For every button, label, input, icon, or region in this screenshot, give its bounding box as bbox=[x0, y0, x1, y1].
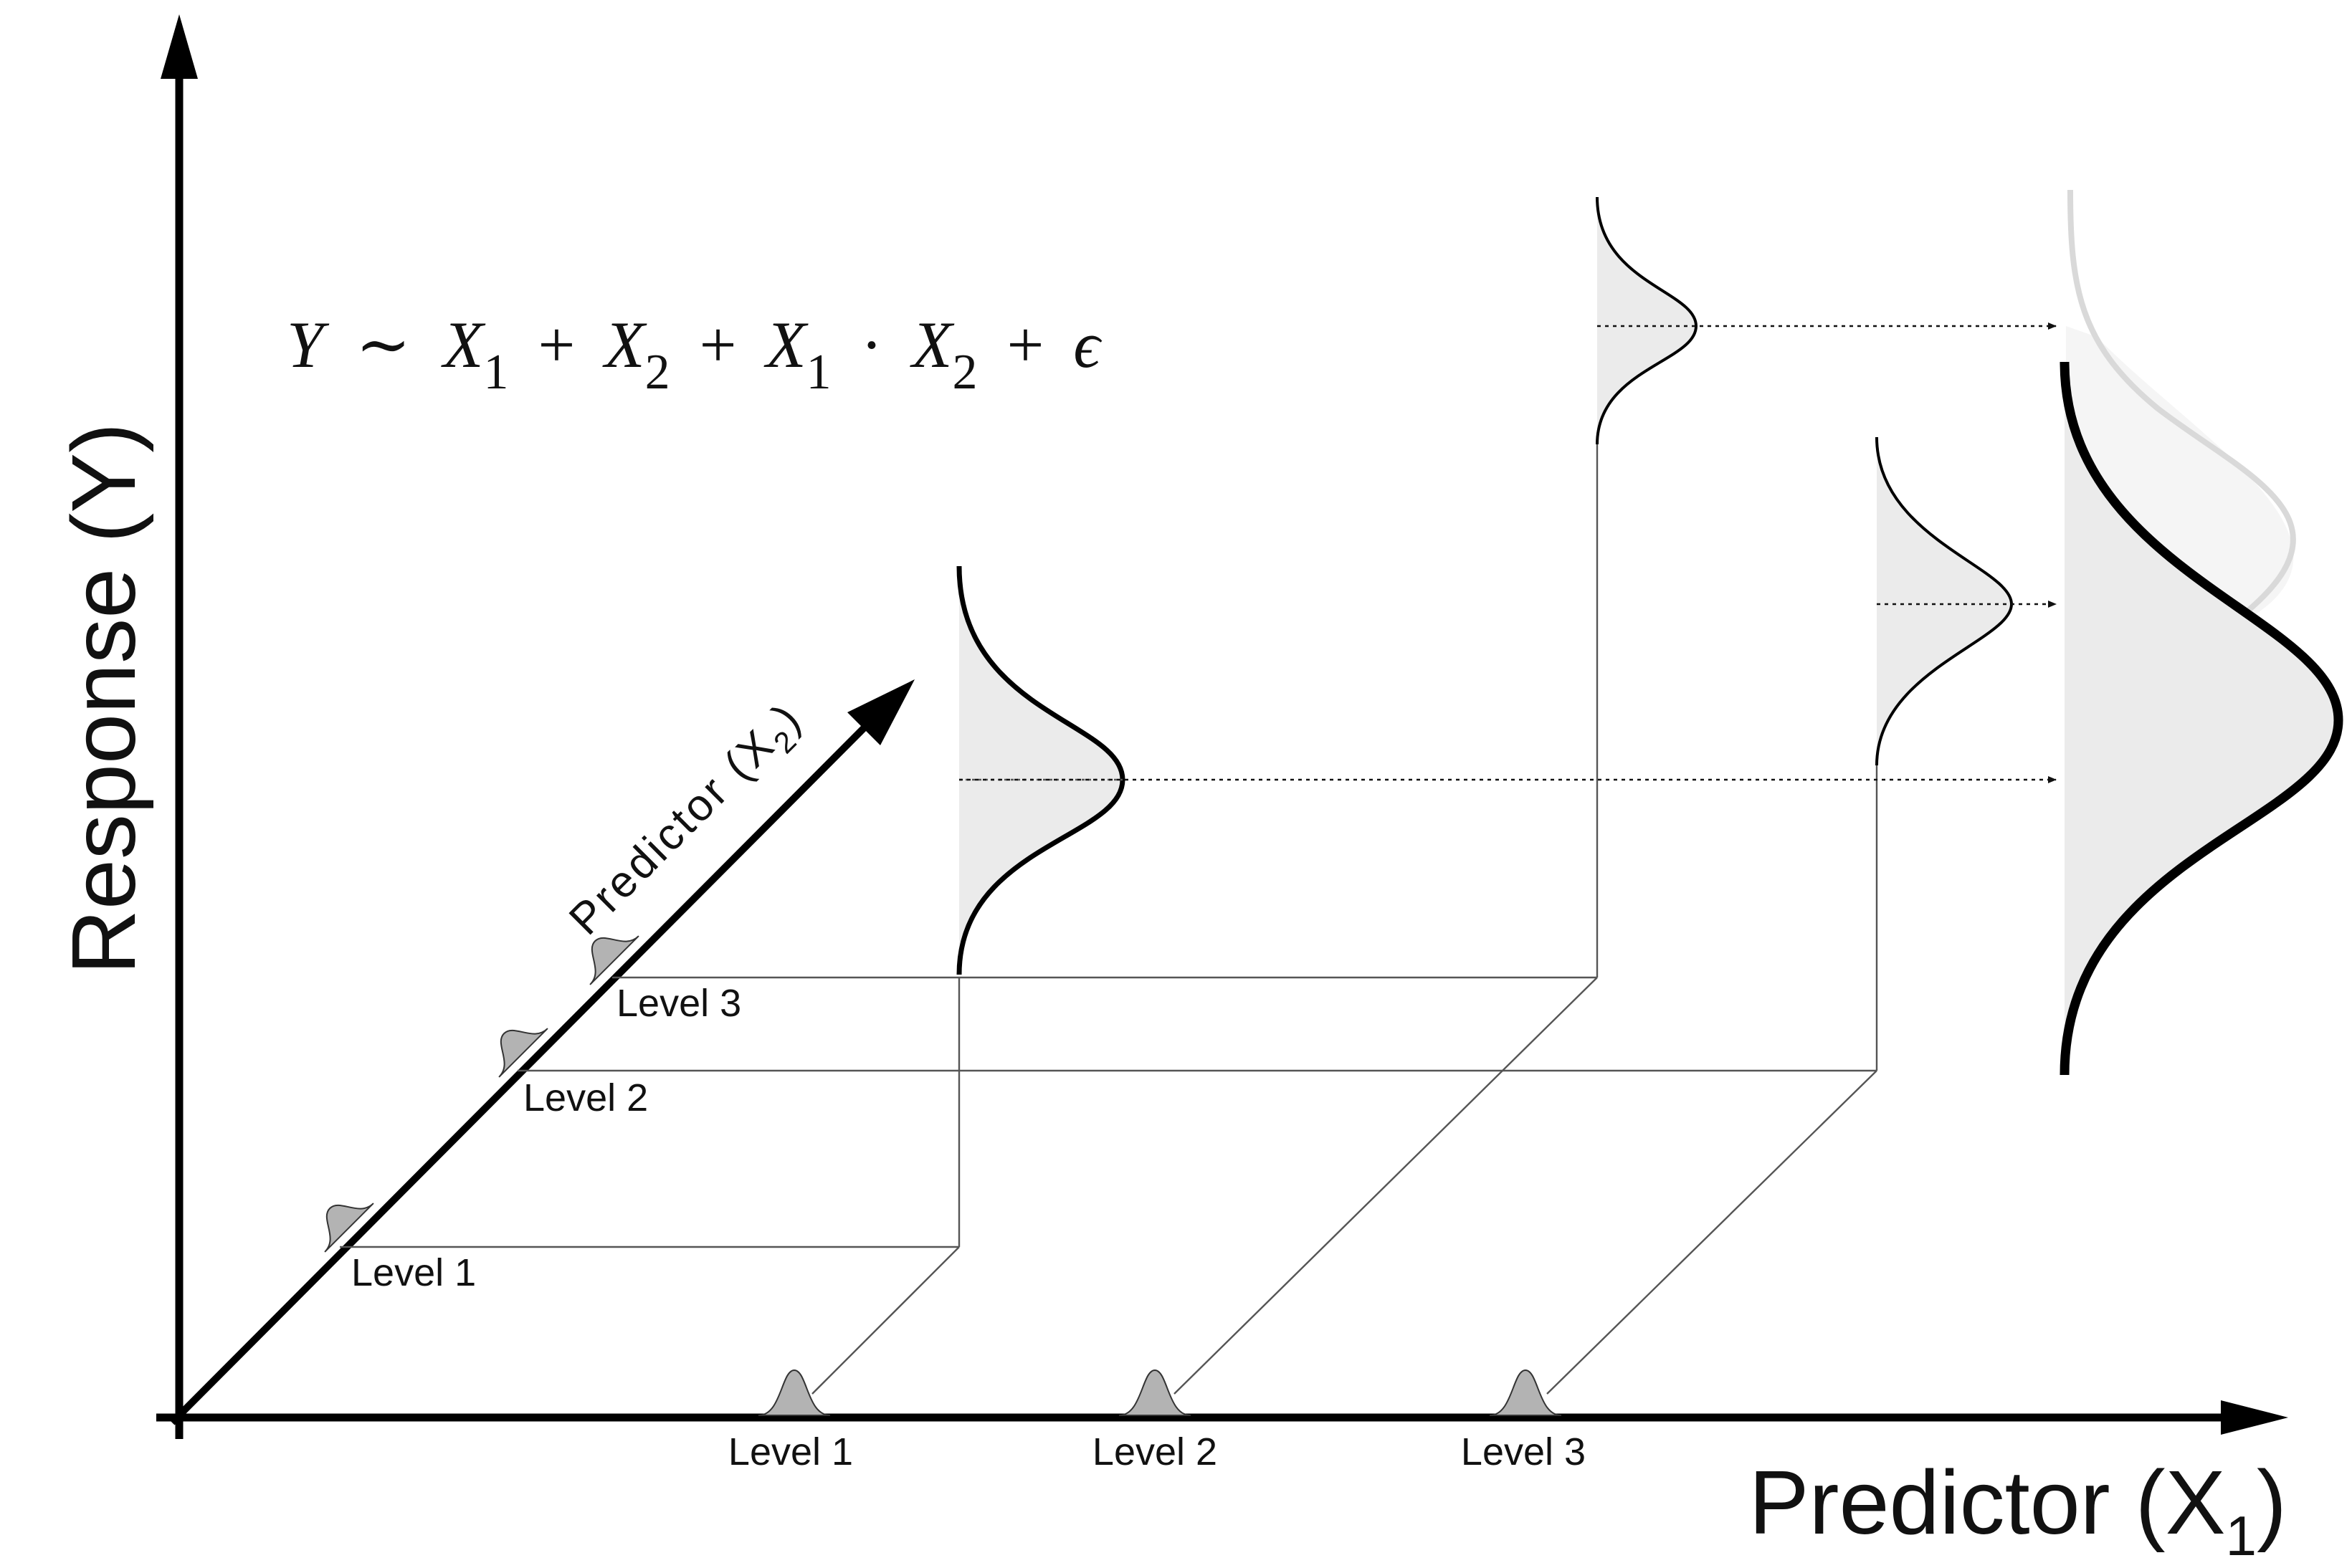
formula-x2b-sub: 2 bbox=[953, 345, 978, 400]
x2-level3-label: Level 3 bbox=[616, 982, 741, 1025]
distribution-a bbox=[956, 565, 1125, 975]
x2-axis-label-main: Predictor (X bbox=[560, 720, 785, 945]
marginal-distribution bbox=[2060, 361, 2343, 1076]
axes bbox=[156, 14, 2288, 1439]
x1-level-bumps bbox=[758, 1369, 1562, 1416]
ghost-marginal-curve bbox=[2067, 189, 2296, 634]
formula-x1b-sub: 1 bbox=[806, 345, 832, 400]
x1-level3-label: Level 3 bbox=[1461, 1430, 1586, 1473]
x-axis-label-close: ) bbox=[2257, 1452, 2287, 1553]
formula-x2b: X bbox=[909, 308, 955, 381]
x2-level-labels: Level 1 Level 2 Level 3 bbox=[351, 982, 741, 1294]
formula-plus-2: + bbox=[700, 308, 737, 381]
distribution-b-curve bbox=[1596, 196, 1698, 445]
x2-level2-bump bbox=[498, 1028, 548, 1078]
x2-level1-bump bbox=[324, 1203, 374, 1253]
x2-level-bumps bbox=[324, 935, 639, 1253]
x-axis-label-main: Predictor (X bbox=[1748, 1452, 2225, 1553]
x1-level-labels: Level 1 Level 2 Level 3 bbox=[728, 1430, 1586, 1473]
x2-axis-arrowhead bbox=[847, 679, 915, 745]
model-formula: Y ∼ X1 + X2 + X1 · X2 + ϵ bbox=[287, 308, 1103, 403]
svg-text:Y ∼ X1 +: Y ∼ X1 + X2 + X1 · X2 + ϵ bbox=[287, 308, 1103, 403]
formula-epsilon: ϵ bbox=[1073, 308, 1103, 381]
formula-plus-1: + bbox=[538, 308, 575, 381]
mean-projection-arrows bbox=[959, 322, 2057, 783]
distribution-c bbox=[1875, 436, 2014, 766]
x-axis-arrowhead bbox=[2221, 1400, 2288, 1435]
x2-axis-label: Predictor (X2) bbox=[560, 693, 817, 950]
formula-x1b: X bbox=[763, 308, 809, 381]
formula-dot: · bbox=[861, 308, 883, 381]
formula-plus-3: + bbox=[1007, 308, 1044, 381]
x1-level3-bump bbox=[1489, 1369, 1562, 1416]
y-axis-label: Response (Y) bbox=[53, 423, 154, 975]
x2-level3-bump bbox=[589, 935, 639, 985]
projection-guides bbox=[340, 444, 1878, 1395]
guide-x1-level2-diagonal bbox=[1173, 977, 1598, 1395]
formula-x2: X bbox=[601, 308, 647, 381]
y-axis-arrowhead bbox=[161, 14, 198, 79]
formula-y: Y bbox=[287, 308, 330, 381]
distribution-b bbox=[1596, 196, 1698, 445]
formula-tilde: ∼ bbox=[356, 308, 411, 381]
guide-x1-level1-diagonal bbox=[811, 1246, 960, 1395]
marginal-distribution-curve bbox=[2060, 361, 2343, 1076]
formula-x1-sub: 1 bbox=[483, 345, 508, 400]
x-axis-label-sub: 1 bbox=[2226, 1504, 2257, 1567]
x2-level2-label: Level 2 bbox=[523, 1076, 648, 1119]
x2-level1-label: Level 1 bbox=[351, 1251, 476, 1294]
x-axis-label: Predictor (X1) bbox=[1748, 1452, 2287, 1567]
x1-level2-bump bbox=[1118, 1369, 1191, 1416]
guide-x1-level3-diagonal bbox=[1546, 1070, 1877, 1395]
formula-x2-sub: 2 bbox=[645, 345, 670, 400]
formula-x1: X bbox=[440, 308, 486, 381]
x1-level2-label: Level 2 bbox=[1092, 1430, 1217, 1473]
x1-level1-label: Level 1 bbox=[728, 1430, 853, 1473]
x1-level1-bump bbox=[758, 1369, 831, 1416]
